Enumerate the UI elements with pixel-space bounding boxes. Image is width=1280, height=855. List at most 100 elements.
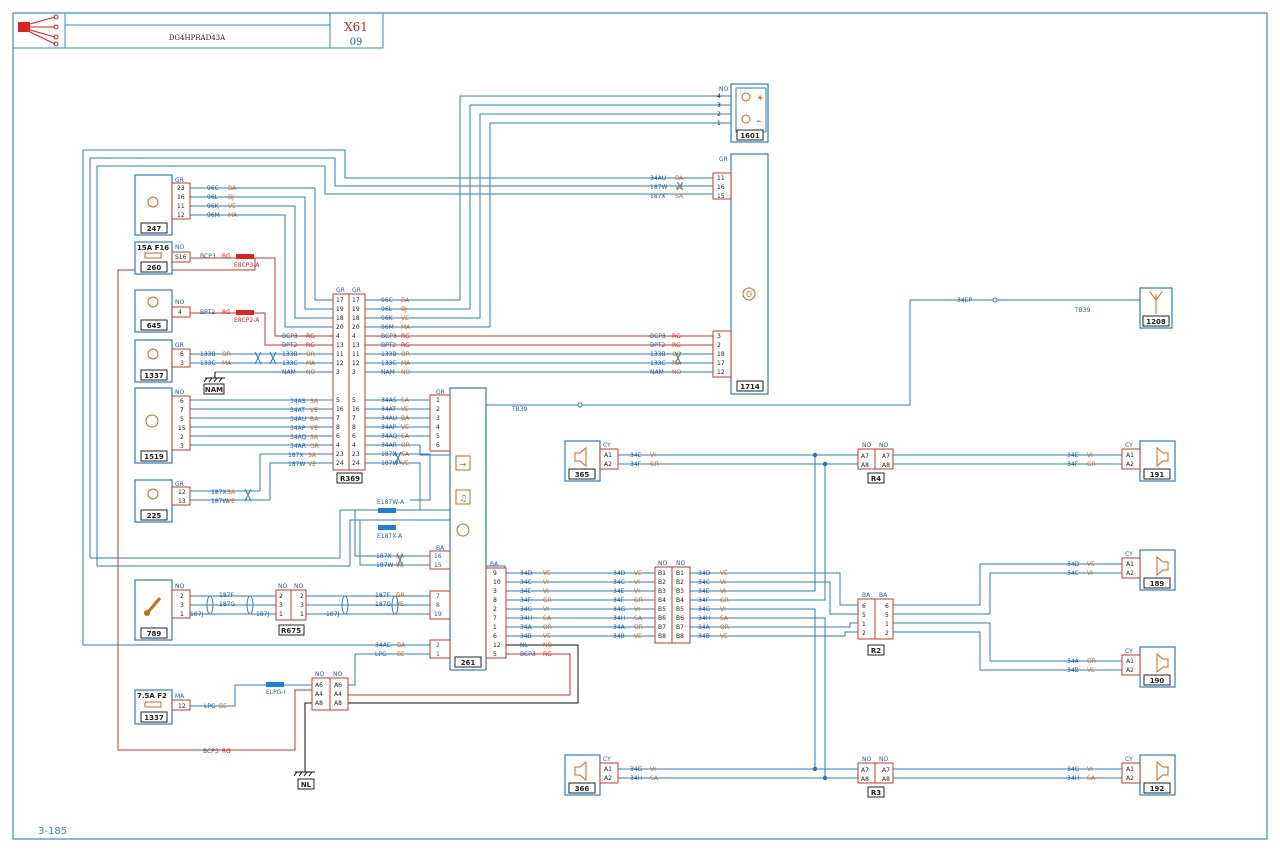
wire-color: NO bbox=[543, 642, 552, 649]
wire-label: 34G bbox=[613, 606, 626, 613]
svg-text:☀: ☀ bbox=[756, 94, 764, 104]
wire-color: VI bbox=[1087, 570, 1093, 577]
component-260: 15A F16 260 NO S16 BCP3 RG E8CP3-A bbox=[134, 241, 260, 275]
component-247: 247 GR 23 16 11 12 96C 96L 96K 96M BA BJ… bbox=[134, 174, 238, 236]
svg-text:NO: NO bbox=[879, 756, 888, 763]
r369-wire-color: BA bbox=[401, 297, 410, 304]
c261-pin-right: 7 bbox=[493, 615, 497, 622]
r369-wire-color: SA bbox=[401, 433, 410, 440]
r369-wire-color: VE bbox=[401, 460, 409, 467]
svg-text:8: 8 bbox=[436, 602, 440, 609]
svg-text:2: 2 bbox=[717, 342, 721, 349]
wire-color: VI bbox=[720, 588, 726, 595]
wire-color: VI bbox=[720, 579, 726, 586]
svg-text:260: 260 bbox=[147, 264, 162, 272]
svg-text:BA: BA bbox=[675, 175, 684, 182]
c261-pin-right: 1 bbox=[493, 624, 497, 631]
svg-text:34AQ: 34AQ bbox=[290, 434, 307, 441]
svg-text:96M: 96M bbox=[207, 212, 220, 219]
component-225: 225 GR 12 13 187X 187W SA VE bbox=[134, 479, 236, 523]
svg-text:225: 225 bbox=[147, 512, 162, 520]
r369-wire-label: 34AP bbox=[381, 424, 397, 431]
svg-text:6: 6 bbox=[885, 603, 889, 610]
wire-label: NL bbox=[520, 642, 528, 649]
svg-text:96K: 96K bbox=[207, 203, 220, 210]
svg-text:789: 789 bbox=[147, 630, 162, 638]
svg-text:GR: GR bbox=[336, 287, 345, 294]
svg-text:2: 2 bbox=[436, 642, 440, 649]
wire-color: SA bbox=[720, 615, 729, 622]
bus-pin-right: B1 bbox=[676, 570, 684, 577]
speaker-conn: CY bbox=[1125, 648, 1133, 655]
wire-label: 187W bbox=[288, 461, 305, 468]
r369-wire-label: 34AU bbox=[381, 415, 397, 422]
r369-wire-color: RG bbox=[401, 342, 410, 349]
c261-pin-right: 9 bbox=[493, 570, 497, 577]
svg-text:1337: 1337 bbox=[144, 372, 164, 380]
wires-black bbox=[214, 372, 579, 772]
r369-pin-right: 7 bbox=[352, 415, 356, 422]
svg-text:NO: NO bbox=[294, 583, 303, 590]
svg-text:NO: NO bbox=[175, 244, 184, 251]
wire-label: 34H bbox=[698, 615, 710, 622]
speaker-id-box bbox=[1143, 674, 1171, 686]
svg-text:VE: VE bbox=[310, 425, 318, 432]
svg-text:GR: GR bbox=[719, 156, 728, 163]
sheet-page: 09 bbox=[350, 37, 363, 48]
svg-text:187G: 187G bbox=[375, 601, 391, 608]
svg-text:MA: MA bbox=[175, 693, 185, 700]
svg-text:OR: OR bbox=[310, 443, 319, 450]
wire-label: 34D bbox=[698, 570, 711, 577]
r369-wire-color: BJ bbox=[401, 306, 407, 313]
r369-pin-left: 23 bbox=[336, 451, 344, 458]
wires-blue bbox=[82, 95, 1140, 781]
svg-text:NL: NL bbox=[301, 781, 312, 789]
r369-pin-right: 16 bbox=[352, 406, 360, 413]
component-1208: 1208 bbox=[1139, 287, 1173, 329]
page-frame bbox=[12, 12, 1268, 840]
connector-r3: NO NO A7 A8 A7 A8 R3 bbox=[857, 756, 894, 798]
wire-color: VE bbox=[720, 570, 728, 577]
wire-label: 34H bbox=[613, 615, 625, 622]
wire-label: 34C bbox=[1067, 570, 1079, 577]
microphone-icon bbox=[144, 597, 162, 616]
svg-text:7.5A F2: 7.5A F2 bbox=[137, 692, 167, 700]
speaker-id-box bbox=[1143, 782, 1171, 794]
svg-text:MA: MA bbox=[222, 360, 232, 367]
connector-r369: R369 GR GR bbox=[332, 287, 366, 484]
connector-r675: NO NO 2 3 1 2 3 1 R675 187F 187G 187J GR… bbox=[275, 583, 405, 636]
svg-text:133C: 133C bbox=[200, 360, 216, 367]
svg-text:1: 1 bbox=[279, 611, 283, 618]
svg-text:E8CP3-A: E8CP3-A bbox=[234, 262, 260, 269]
wire-color: SA bbox=[1087, 775, 1096, 782]
wire-label: 34A bbox=[698, 624, 711, 631]
c261-pin-right: 6 bbox=[493, 633, 497, 640]
svg-text:13: 13 bbox=[178, 498, 186, 505]
svg-text:MA: MA bbox=[228, 212, 238, 219]
wire-label: 34F bbox=[698, 597, 710, 604]
c261-pin: 6 bbox=[436, 442, 440, 449]
r369-wire-label: 96L bbox=[381, 306, 393, 313]
harness-code: DG4HPRAD43A bbox=[169, 34, 226, 42]
wire-label: 34G bbox=[1067, 766, 1080, 773]
component-1601: ☀ ⌁ 1601 NO 4 3 2 1 bbox=[717, 83, 769, 143]
wire-color: VI bbox=[650, 452, 656, 459]
svg-text:BA: BA bbox=[397, 642, 406, 649]
r369-pin-left: 3 bbox=[336, 369, 340, 376]
wire-color: RG bbox=[306, 342, 315, 349]
svg-text:5: 5 bbox=[862, 612, 866, 619]
svg-text:3: 3 bbox=[717, 333, 721, 340]
speaker-id: 189 bbox=[1150, 580, 1165, 588]
svg-text:4: 4 bbox=[717, 93, 721, 100]
wire-color: GR bbox=[543, 597, 552, 604]
wire-label: 34G bbox=[698, 606, 711, 613]
svg-text:187J: 187J bbox=[256, 611, 269, 618]
fuse-splice-645 bbox=[236, 310, 254, 315]
wire-label: BCP3 bbox=[282, 333, 298, 340]
svg-text:NO: NO bbox=[672, 369, 681, 376]
